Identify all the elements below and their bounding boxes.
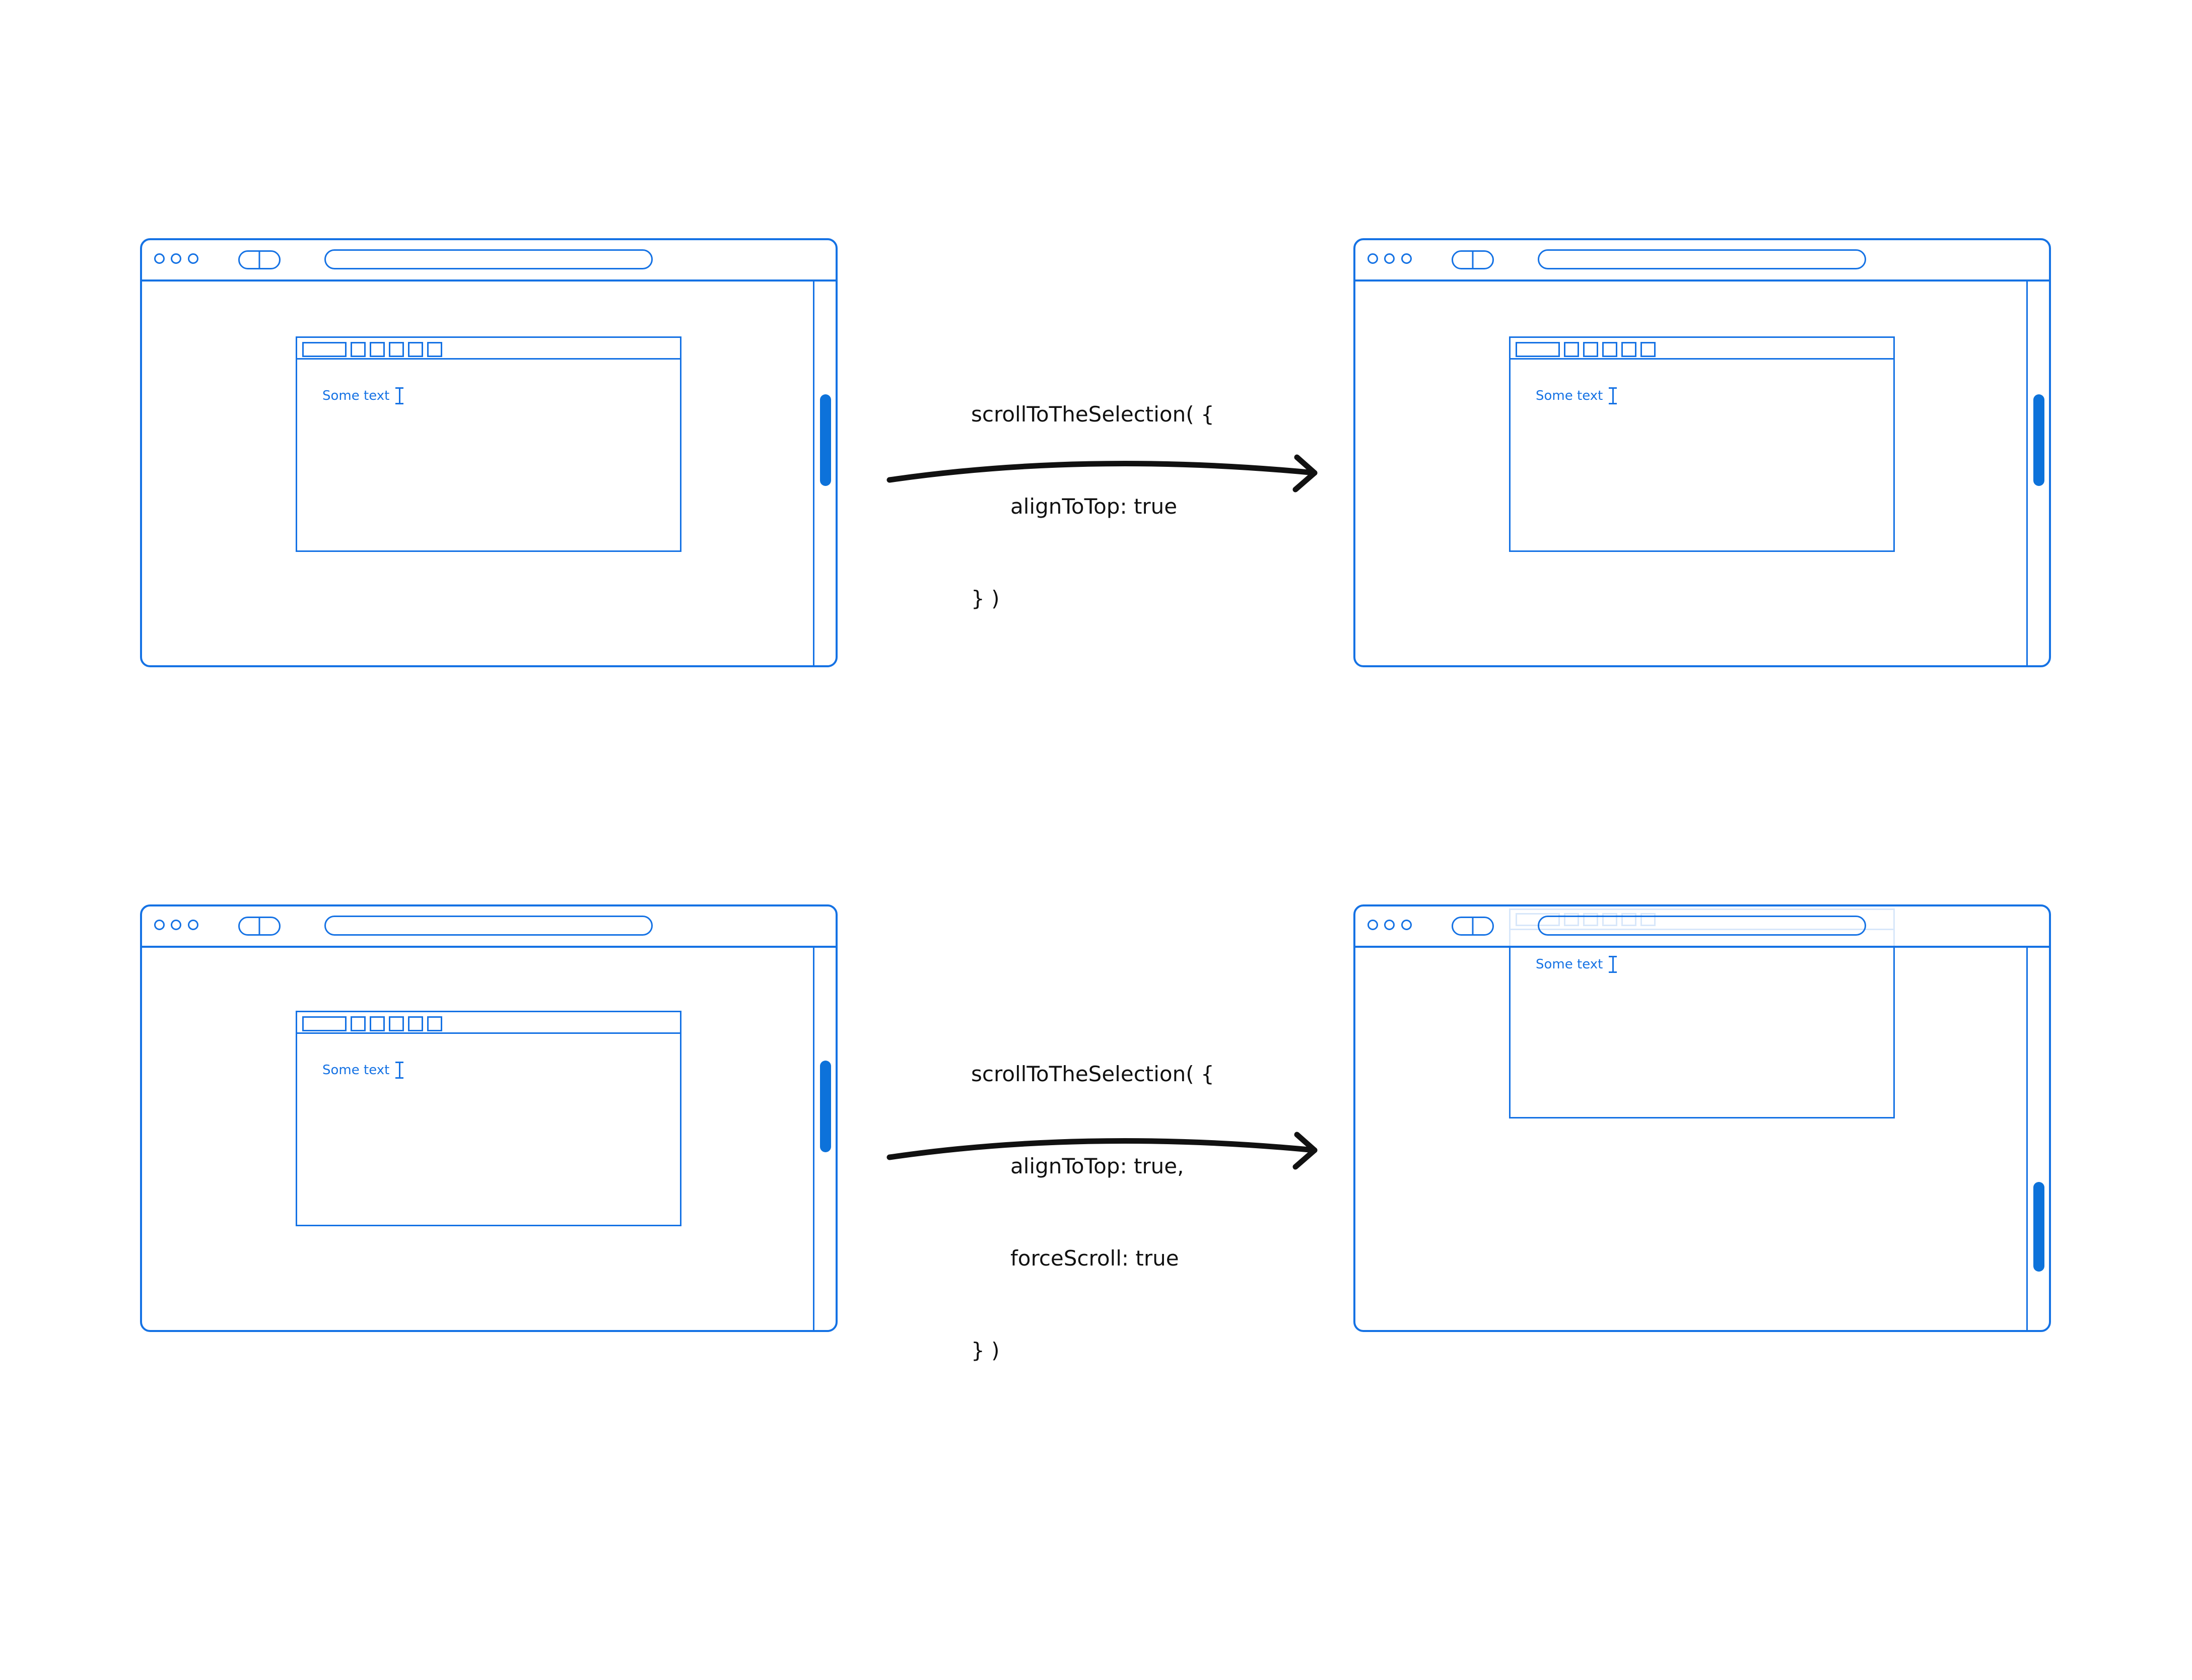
url-bar [324,916,653,936]
code-line: alignToTop: true, [1010,1154,1184,1178]
code-line: } ) [971,586,1000,611]
editor-panel-visible-part: Some text [1509,948,1895,1118]
window-control-icon [1384,920,1395,930]
toolbar-button-icon [1564,342,1579,357]
url-bar [324,249,653,269]
toolbar-dropdown-icon [302,1016,347,1031]
browser-window-bottom-left: Some text [140,904,838,1332]
editor-toolbar [297,1012,680,1034]
browser-chrome [142,240,836,282]
window-control-icon [154,253,165,264]
back-forward-buttons-icon [238,917,281,936]
scrollbar-thumb [820,1061,831,1152]
scrollbar-thumb [2033,1182,2044,1272]
toolbar-button-icon [1583,913,1598,926]
toolbar-dropdown-icon [302,342,347,357]
window-control-icon [171,920,181,930]
editor-toolbar [297,338,680,360]
browser-chrome [1355,240,2049,282]
window-control-icon [171,253,181,264]
url-bar [1538,249,1866,269]
scrollbar-thumb [820,394,831,486]
text-cursor-icon [395,387,404,404]
text-cursor-icon [1609,387,1617,404]
text-cursor-icon [395,1062,404,1079]
scrollbar-track [813,948,814,1330]
toolbar-button-icon [370,342,385,357]
toolbar-button-icon [408,342,423,357]
window-control-icon [1401,253,1412,264]
toolbar-button-icon [1621,913,1636,926]
code-annotation-top: scrollToTheSelection( { alignToTop: true… [971,337,1214,675]
toolbar-button-icon [389,342,404,357]
window-control-icon [1384,253,1395,264]
code-line: scrollToTheSelection( { [971,1062,1214,1086]
transition-arrow [886,1132,1318,1170]
toolbar-button-icon [1640,913,1656,926]
window-control-icon [1367,253,1378,264]
back-forward-buttons-icon [1452,250,1494,269]
editor-text-row: Some text [322,387,404,404]
toolbar-button-icon [427,342,442,357]
back-forward-buttons-icon [238,250,281,269]
editor-panel: Some text [1509,336,1895,552]
toolbar-button-icon [1583,342,1598,357]
code-line: } ) [971,1338,1000,1363]
code-line: scrollToTheSelection( { [971,402,1214,427]
editor-panel: Some text [296,1011,681,1226]
window-control-icon [1367,920,1378,930]
window-control-icon [154,920,165,930]
toolbar-button-icon [408,1016,423,1031]
editor-text-row: Some text [322,1062,404,1079]
scrollbar-track [2026,948,2028,1330]
code-line: forceScroll: true [1010,1246,1179,1271]
url-bar [1538,916,1866,936]
scrollbar-track [813,282,814,665]
toolbar-button-icon [389,1016,404,1031]
editor-text: Some text [1536,957,1603,972]
toolbar-button-icon [1602,913,1617,926]
toolbar-dropdown-icon [1516,342,1560,357]
editor-text: Some text [322,388,390,403]
toolbar-button-icon [1640,342,1656,357]
browser-window-top-left: Some text [140,238,838,667]
editor-text-row: Some text [1536,387,1617,404]
window-control-icon [188,253,198,264]
scrollbar-track [2026,282,2028,665]
text-cursor-icon [1609,956,1617,973]
toolbar-button-icon [351,1016,366,1031]
browser-window-bottom-right: Some text [1353,904,2051,1332]
browser-chrome [1355,906,2049,948]
window-control-icon [188,920,198,930]
editor-text: Some text [322,1063,390,1078]
back-forward-buttons-icon [1452,917,1494,936]
browser-chrome [142,906,836,948]
toolbar-button-icon [370,1016,385,1031]
code-line: alignToTop: true [1010,494,1178,519]
browser-window-top-right: Some text [1353,238,2051,667]
toolbar-button-icon [427,1016,442,1031]
toolbar-button-icon [1564,913,1579,926]
scrollbar-thumb [2033,394,2044,486]
code-annotation-bottom: scrollToTheSelection( { alignToTop: true… [971,997,1214,1427]
editor-toolbar [1511,338,1893,360]
editor-text: Some text [1536,388,1603,403]
toolbar-button-icon [1621,342,1636,357]
transition-arrow [886,454,1318,493]
toolbar-button-icon [1602,342,1617,357]
editor-panel: Some text [296,336,681,552]
toolbar-button-icon [351,342,366,357]
window-control-icon [1401,920,1412,930]
editor-text-row: Some text [1536,956,1617,973]
